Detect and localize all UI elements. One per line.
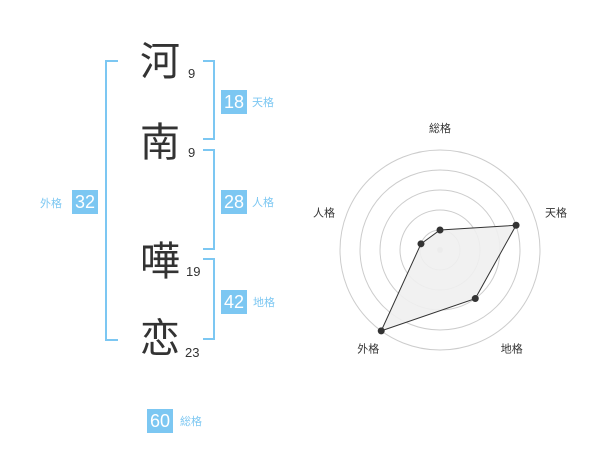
stroke-count-2: 9	[188, 145, 196, 160]
radar-axis-label: 総格	[429, 121, 451, 135]
soukaku-value: 60	[147, 409, 173, 433]
radar-data-point	[512, 221, 520, 229]
chikaku-value: 42	[221, 290, 247, 314]
tenkaku-value: 18	[221, 90, 247, 114]
name-char-1: 河	[140, 39, 180, 85]
stroke-count-3: 19	[186, 264, 201, 279]
tenkaku-bracket	[203, 60, 215, 140]
stroke-count-4: 23	[185, 345, 200, 360]
radar-grid-ring	[359, 169, 521, 331]
jinkaku-label: 人格	[252, 196, 274, 209]
gaikaku-bracket	[105, 60, 118, 341]
soukaku-label: 総格	[180, 415, 202, 428]
chikaku-label: 地格	[253, 296, 275, 309]
radar-data-point	[377, 327, 385, 335]
radar-data-point	[436, 226, 444, 234]
gaikaku-label: 外格	[40, 197, 62, 210]
stroke-count-1: 9	[188, 66, 196, 81]
jinkaku-value: 28	[221, 190, 247, 214]
tenkaku-label: 天格	[252, 96, 274, 109]
jinkaku-bracket	[203, 149, 215, 250]
chikaku-bracket	[203, 258, 215, 340]
name-char-4: 恋	[140, 316, 180, 362]
radar-axis-label: 天格	[545, 205, 567, 219]
gaikaku-value: 32	[72, 190, 98, 214]
radar-axis-label: 外格	[357, 342, 379, 356]
name-char-3: 嘩	[140, 239, 180, 285]
radar-data-polygon	[380, 224, 517, 332]
radar-data-point	[471, 295, 479, 303]
radar-grid-ring	[339, 149, 541, 351]
radar-axis-label: 人格	[313, 205, 335, 219]
radar-points	[377, 221, 520, 335]
radar-data-point	[417, 240, 425, 248]
radar-axis-label: 地格	[501, 342, 523, 356]
name-char-2: 南	[140, 120, 180, 166]
